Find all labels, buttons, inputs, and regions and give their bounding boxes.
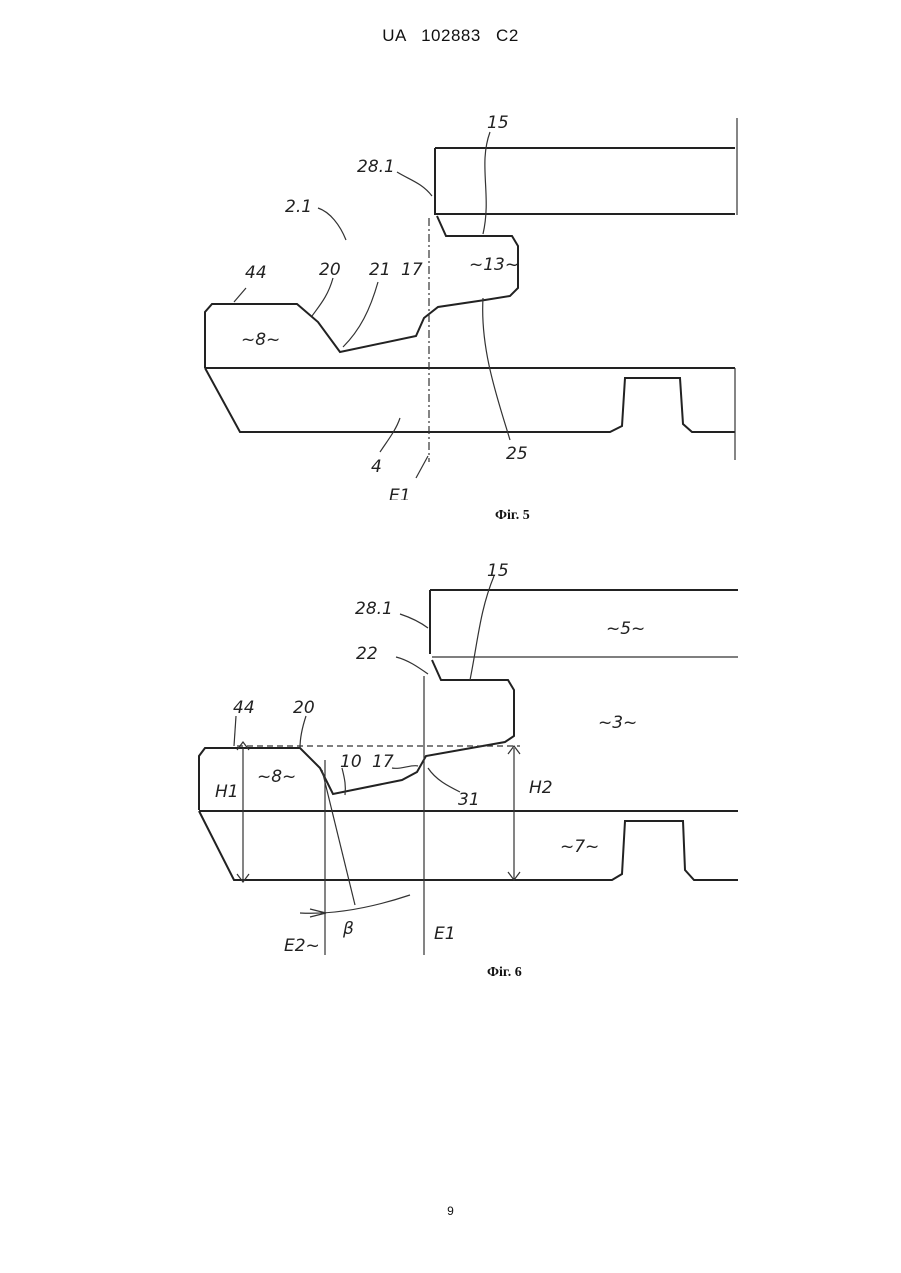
page-number: 9 xyxy=(0,1204,901,1218)
fig5-label-17: 17 xyxy=(401,260,423,280)
fig5-label-13: ~13~ xyxy=(469,255,519,275)
fig6-label-17: 17 xyxy=(372,752,394,772)
fig6-label-15: 15 xyxy=(487,561,509,581)
fig6-label-5: ~5~ xyxy=(606,619,645,639)
fig6-label-H1: H1 xyxy=(215,782,239,802)
fig6-label-E1: E1 xyxy=(434,924,456,944)
figure-6-caption: Фіг. 6 xyxy=(487,965,522,981)
fig6-label-22: 22 xyxy=(356,644,378,664)
fig5-label-21: 21 xyxy=(369,260,391,280)
fig5-label-28-1: 28.1 xyxy=(357,157,395,177)
figure-5-caption: Фіг. 5 xyxy=(495,508,530,524)
fig6-label-H2: H2 xyxy=(529,778,553,798)
fig5-label-4: 4 xyxy=(371,457,382,477)
fig5-label-8: ~8~ xyxy=(241,330,280,350)
fig5-label-44: 44 xyxy=(245,263,267,283)
fig6-label-beta: β xyxy=(342,919,354,939)
fig5-label-2-1: 2.1 xyxy=(285,197,312,217)
figure-6-drawing: 15 28.1 ~5~ 22 ~3~ 44 20 ~8~ 10 17 31 H1… xyxy=(0,540,901,960)
fig5-label-25: 25 xyxy=(506,444,528,464)
fig6-label-7: ~7~ xyxy=(560,837,599,857)
fig5-label-15: 15 xyxy=(487,113,509,133)
fig6-label-3: ~3~ xyxy=(598,713,637,733)
fig6-label-44: 44 xyxy=(233,698,255,718)
fig6-label-31: 31 xyxy=(458,790,480,810)
fig6-label-8: ~8~ xyxy=(257,767,296,787)
figure-5-drawing: 15 28.1 2.1 44 20 21 17 ~13~ ~8~ 4 25 E1 xyxy=(0,0,901,500)
fig5-label-E1: E1 xyxy=(389,486,411,500)
fig5-label-20: 20 xyxy=(319,260,341,280)
fig6-label-E2: E2~ xyxy=(284,936,320,956)
fig6-label-28-1: 28.1 xyxy=(355,599,393,619)
fig6-label-10: 10 xyxy=(340,752,362,772)
fig6-label-20: 20 xyxy=(293,698,315,718)
